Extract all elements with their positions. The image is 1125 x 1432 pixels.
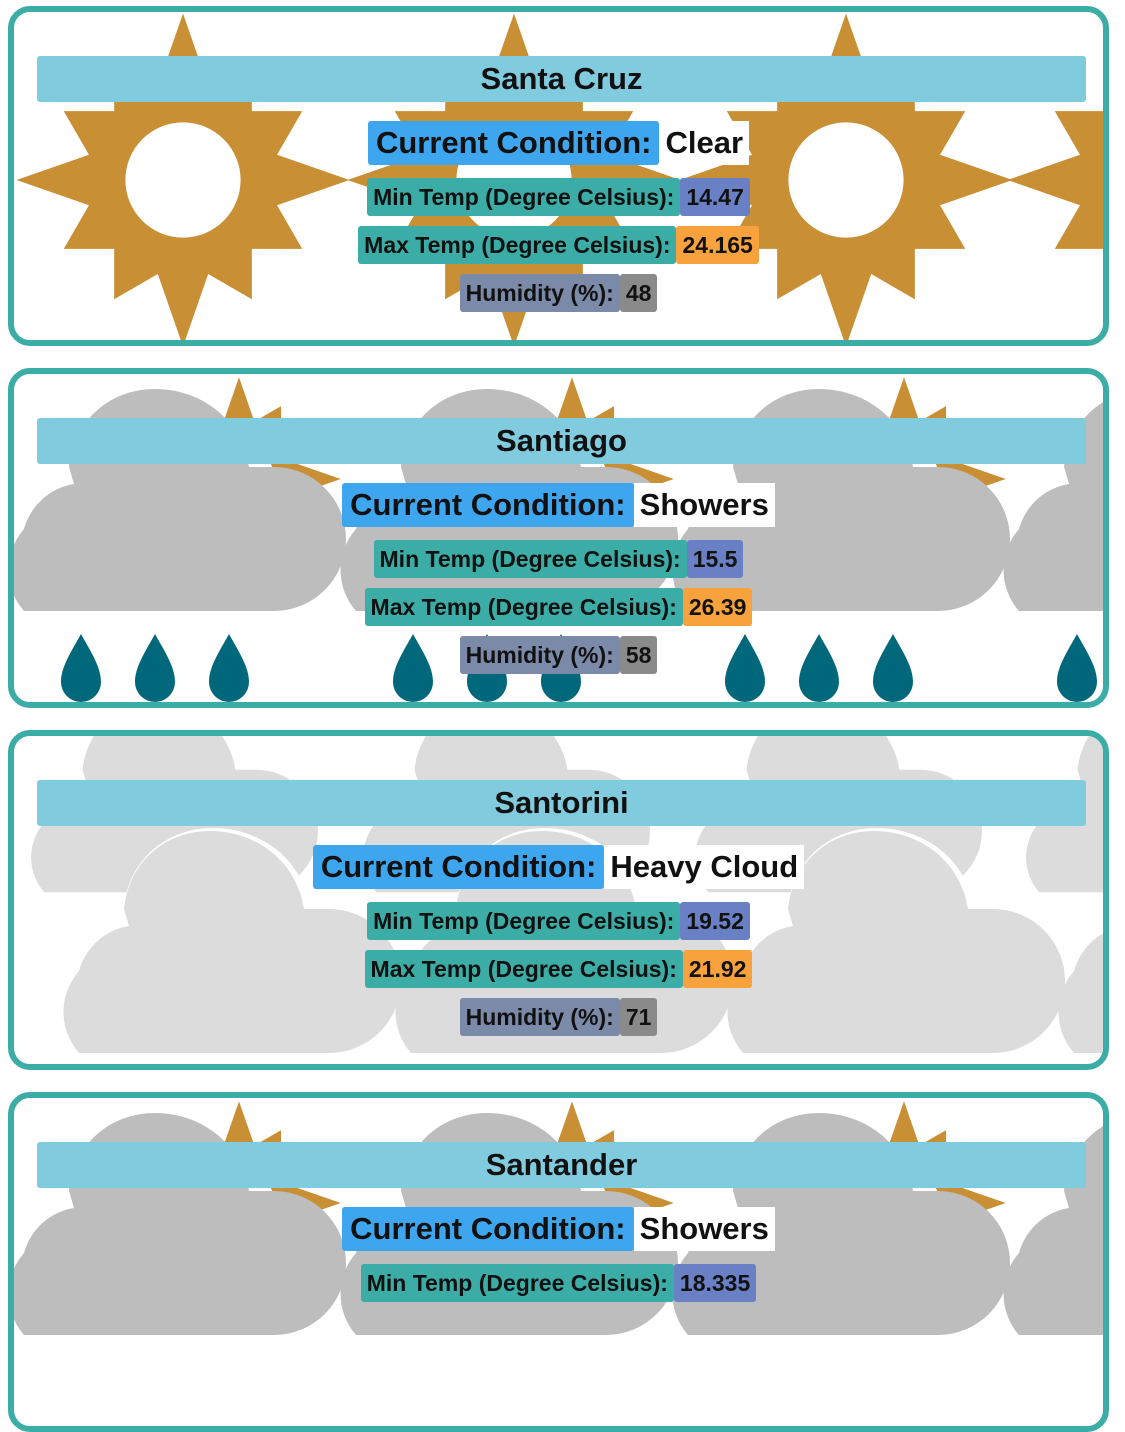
max-temp-row: Max Temp (Degree Celsius): 26.39	[14, 588, 1103, 626]
max-temp-label: Max Temp (Degree Celsius):	[364, 588, 683, 626]
city-card-santorini: Santorini Current Condition: Heavy Cloud…	[8, 730, 1109, 1070]
min-temp-row: Min Temp (Degree Celsius): 15.5	[14, 540, 1103, 578]
condition-label: Current Condition:	[342, 483, 634, 527]
city-card-santa-cruz: Santa Cruz Current Condition: Clear Min …	[8, 6, 1109, 346]
condition-row: Current Condition: Clear	[14, 121, 1103, 165]
condition-row: Current Condition: Heavy Cloud	[14, 845, 1103, 889]
city-name: Santiago	[37, 418, 1086, 464]
max-temp-value: 26.39	[682, 588, 753, 626]
condition-label: Current Condition:	[342, 1207, 634, 1251]
min-temp-row: Min Temp (Degree Celsius): 18.335	[14, 1264, 1103, 1302]
humidity-value: 48	[619, 274, 658, 312]
humidity-value: 58	[619, 636, 658, 674]
humidity-row: Humidity (%): 48	[14, 274, 1103, 312]
humidity-label: Humidity (%):	[459, 636, 620, 674]
min-temp-value: 14.47	[680, 178, 750, 216]
city-name: Santorini	[37, 780, 1086, 826]
humidity-row: Humidity (%): 58	[14, 636, 1103, 674]
condition-value: Showers	[633, 483, 775, 527]
city-card-santander: Santander Current Condition: Showers Min…	[8, 1092, 1109, 1432]
min-temp-value: 15.5	[686, 540, 744, 578]
min-temp-label: Min Temp (Degree Celsius):	[373, 540, 687, 578]
humidity-row: Humidity (%): 71	[14, 998, 1103, 1036]
max-temp-row: Max Temp (Degree Celsius): 21.92	[14, 950, 1103, 988]
min-temp-value: 18.335	[673, 1264, 757, 1302]
max-temp-value: 21.92	[682, 950, 753, 988]
min-temp-value: 19.52	[680, 902, 750, 940]
min-temp-label: Min Temp (Degree Celsius):	[367, 178, 681, 216]
city-name: Santa Cruz	[37, 56, 1086, 102]
condition-label: Current Condition:	[367, 121, 660, 165]
min-temp-label: Min Temp (Degree Celsius):	[360, 1264, 674, 1302]
humidity-label: Humidity (%):	[459, 998, 620, 1036]
max-temp-value: 24.165	[676, 226, 759, 264]
condition-value: Showers	[633, 1207, 775, 1251]
max-temp-label: Max Temp (Degree Celsius):	[364, 950, 683, 988]
humidity-value: 71	[619, 998, 658, 1036]
min-temp-row: Min Temp (Degree Celsius): 19.52	[14, 902, 1103, 940]
min-temp-label: Min Temp (Degree Celsius):	[367, 902, 681, 940]
condition-row: Current Condition: Showers	[14, 483, 1103, 527]
max-temp-label: Max Temp (Degree Celsius):	[358, 226, 677, 264]
max-temp-row: Max Temp (Degree Celsius): 24.165	[14, 226, 1103, 264]
condition-value: Heavy Cloud	[604, 845, 805, 889]
condition-row: Current Condition: Showers	[14, 1207, 1103, 1251]
condition-value: Clear	[659, 121, 750, 165]
humidity-label: Humidity (%):	[459, 274, 620, 312]
condition-label: Current Condition:	[312, 845, 605, 889]
city-card-santiago: Santiago Current Condition: Showers Min …	[8, 368, 1109, 708]
min-temp-row: Min Temp (Degree Celsius): 14.47	[14, 178, 1103, 216]
city-name: Santander	[37, 1142, 1086, 1188]
